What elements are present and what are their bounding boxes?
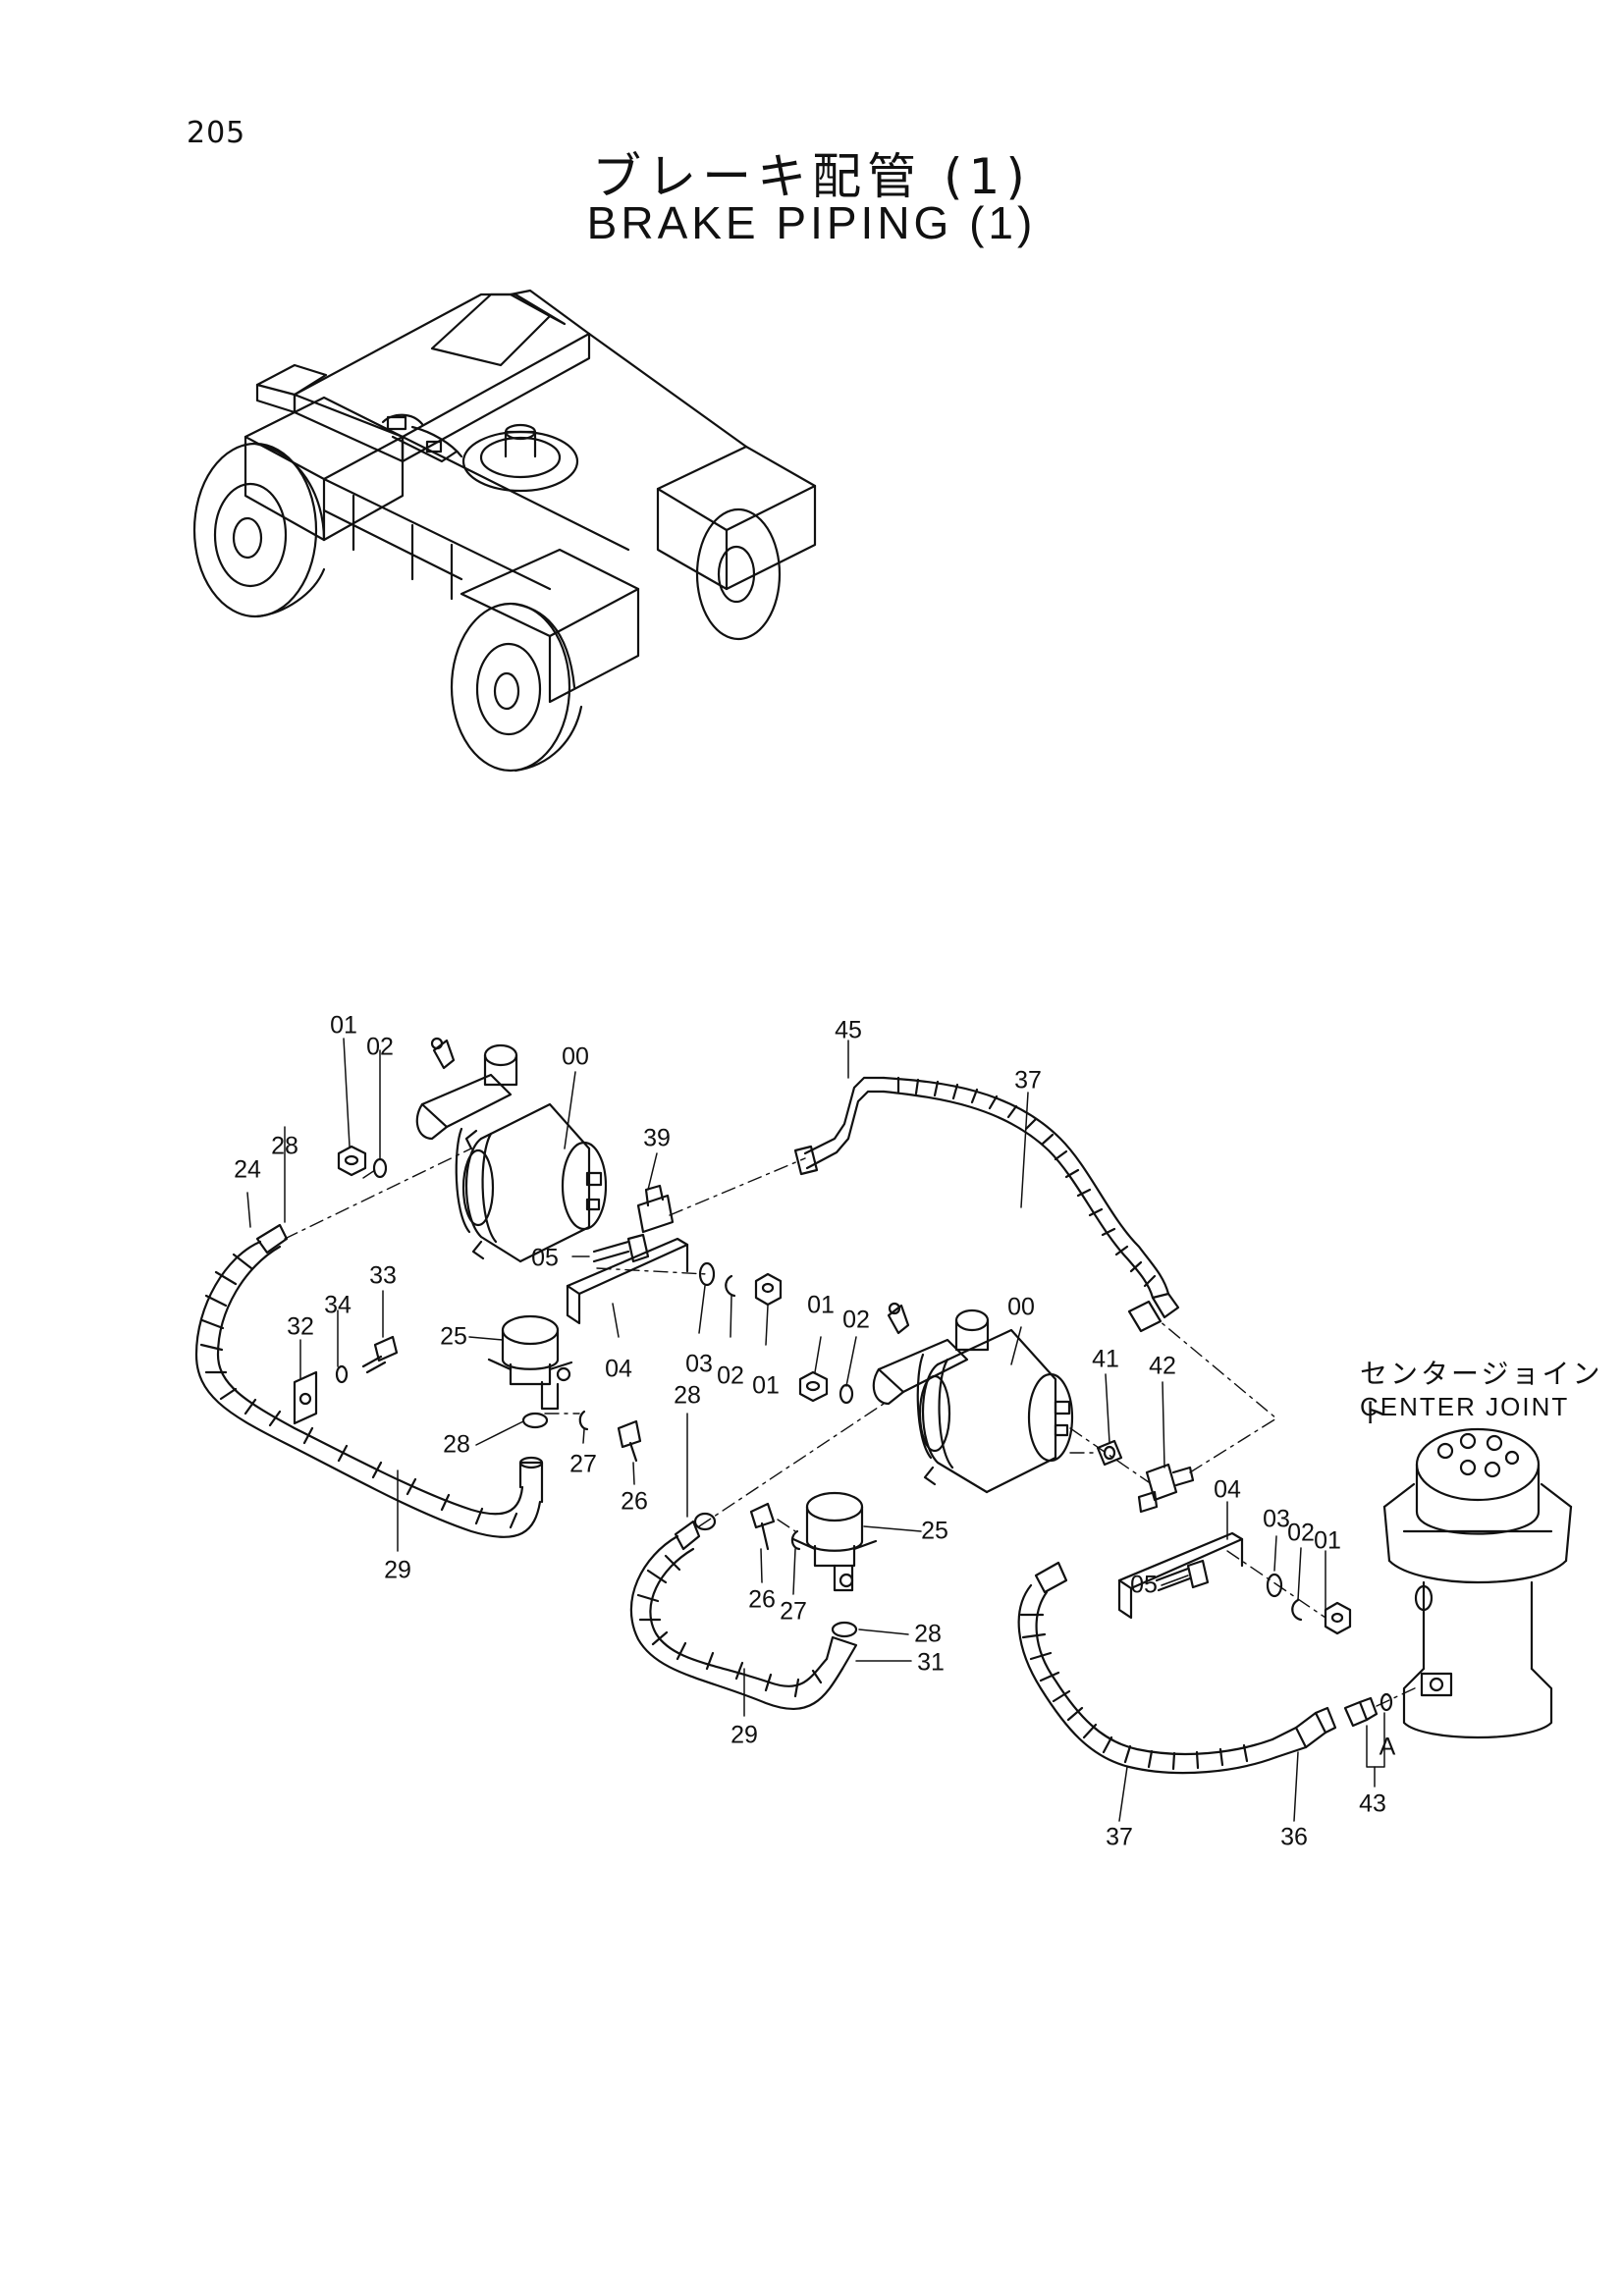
callout-37: 37 [1106, 1823, 1133, 1851]
callout-00: 00 [1007, 1293, 1035, 1321]
callout-26: 26 [748, 1585, 776, 1614]
lower-hose-37 [1017, 1561, 1393, 1775]
callout-04: 04 [605, 1355, 632, 1383]
callout-04: 04 [1214, 1475, 1241, 1504]
callout-41: 41 [1092, 1345, 1119, 1373]
callout-31: 31 [917, 1648, 945, 1677]
left-hardware-parts [335, 1145, 783, 1463]
callout-32: 32 [287, 1312, 314, 1341]
right-brake-valve-00 [872, 1302, 1074, 1494]
callout-02: 02 [366, 1033, 394, 1061]
callout-25: 25 [921, 1517, 948, 1545]
callout-36: 36 [1280, 1823, 1308, 1851]
callout-24: 24 [234, 1155, 261, 1184]
callout-01: 01 [807, 1291, 835, 1319]
callout-33: 33 [369, 1261, 397, 1290]
center-joint-label-english: CENTER JOINT [1360, 1392, 1570, 1421]
callout-29: 29 [730, 1721, 758, 1749]
right-hardware-parts [693, 1370, 1352, 1638]
right-brake-hose-29 [629, 1520, 858, 1710]
callout-03: 03 [685, 1350, 713, 1378]
center-joint-label-japanese: センタージョイント [1360, 1358, 1603, 1429]
left-brake-hose-29 [194, 1223, 549, 1538]
callout-02: 02 [1287, 1519, 1315, 1547]
callout-27: 27 [780, 1597, 807, 1626]
callout-05: 05 [531, 1244, 559, 1272]
callout-01: 01 [330, 1011, 357, 1040]
callout-28: 28 [914, 1620, 942, 1648]
undercarriage-overview-illustration [192, 289, 817, 773]
upper-hose-37 [793, 1076, 1180, 1333]
callout-28: 28 [443, 1430, 470, 1459]
callout-01: 01 [1314, 1526, 1341, 1555]
callout-01: 01 [752, 1371, 780, 1400]
assembly-lines [284, 1148, 1420, 1707]
page-title-english: BRAKE PIPING (1) [586, 197, 1037, 248]
left-brake-valve-00 [415, 1037, 608, 1263]
callout-34: 34 [324, 1291, 352, 1319]
callout-00: 00 [562, 1042, 589, 1071]
callout-45: 45 [835, 1016, 862, 1044]
callout-02: 02 [842, 1306, 870, 1334]
callout-28: 28 [271, 1132, 298, 1160]
center-joint [1382, 1427, 1573, 1739]
callout-37: 37 [1014, 1066, 1042, 1095]
callout-42: 42 [1149, 1352, 1176, 1380]
callout-25: 25 [440, 1322, 467, 1351]
callout-a: A [1379, 1733, 1396, 1761]
callout-39: 39 [643, 1124, 671, 1152]
callout-27: 27 [569, 1450, 597, 1478]
callout-05: 05 [1130, 1571, 1158, 1599]
callout-02: 02 [717, 1362, 744, 1390]
callout-26: 26 [621, 1487, 648, 1516]
leader-lines [246, 1038, 1385, 1822]
callout-43: 43 [1359, 1789, 1386, 1818]
page-number: 205 [187, 116, 246, 150]
callout-29: 29 [384, 1556, 411, 1584]
page-title-japanese: ブレーキ配管 (1) [592, 148, 1031, 205]
callout-03: 03 [1263, 1505, 1290, 1533]
callout-28: 28 [674, 1381, 701, 1410]
